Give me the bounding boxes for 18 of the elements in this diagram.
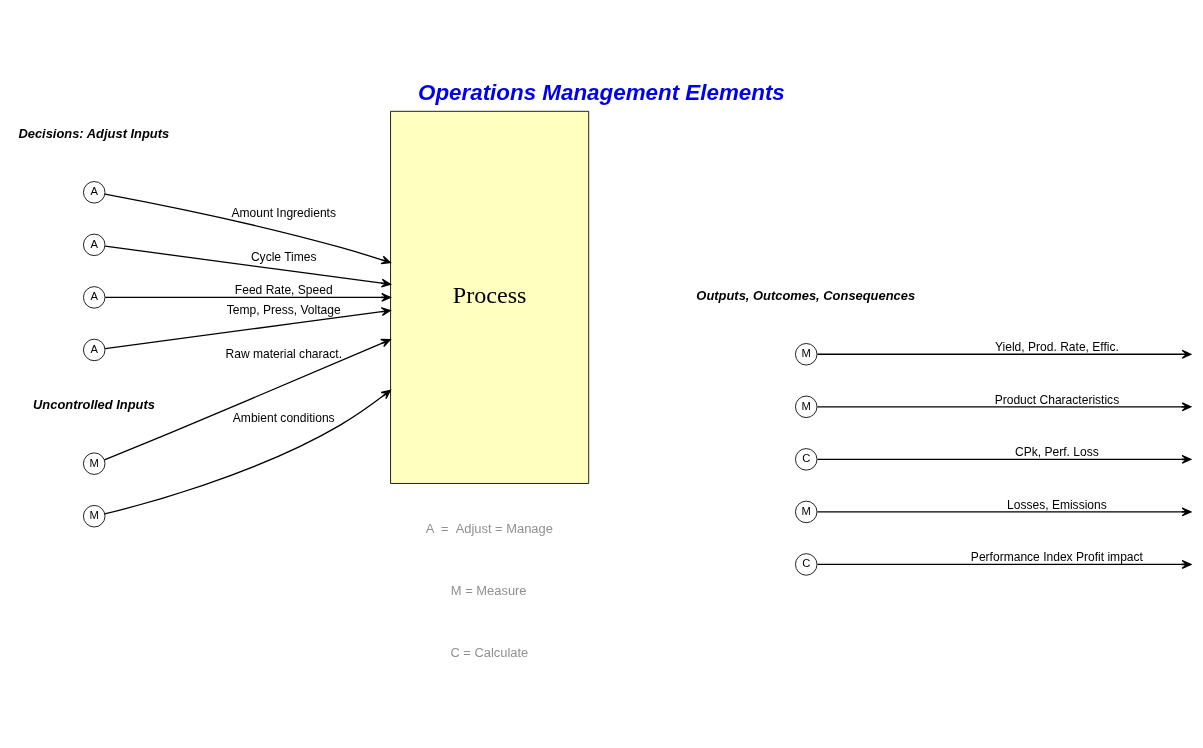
edge-label: CPk, Perf. Loss: [1015, 444, 1099, 459]
edge-label: Cycle Times: [250, 249, 317, 264]
edge-label: Performance Index Profit impact: [970, 549, 1143, 564]
edge-label: Temp, Press, Voltage: [226, 302, 341, 317]
edge-label: Product Characteristics: [994, 392, 1120, 407]
edge-label: Amount Ingredients: [231, 205, 336, 220]
label: Uncontrolled Inputs: [33, 396, 155, 412]
label: M = Measure: [450, 582, 527, 598]
edge-label: Losses, Emissions: [1007, 497, 1107, 512]
label: A = Adjust = Manage: [425, 520, 553, 536]
edge-label: Ambient conditions: [232, 410, 335, 425]
edge-label: Feed Rate, Speed: [234, 282, 333, 297]
label: Outputs, Outcomes, Consequences: [696, 287, 916, 303]
diagram-title: Operations Management Elements: [418, 79, 785, 105]
label: Decisions: Adjust Inputs: [18, 125, 170, 141]
edge-label: Yield, Prod. Rate, Effic.: [994, 339, 1119, 354]
edge-label: Raw material charact.: [225, 346, 342, 361]
label: C = Calculate: [450, 644, 529, 660]
